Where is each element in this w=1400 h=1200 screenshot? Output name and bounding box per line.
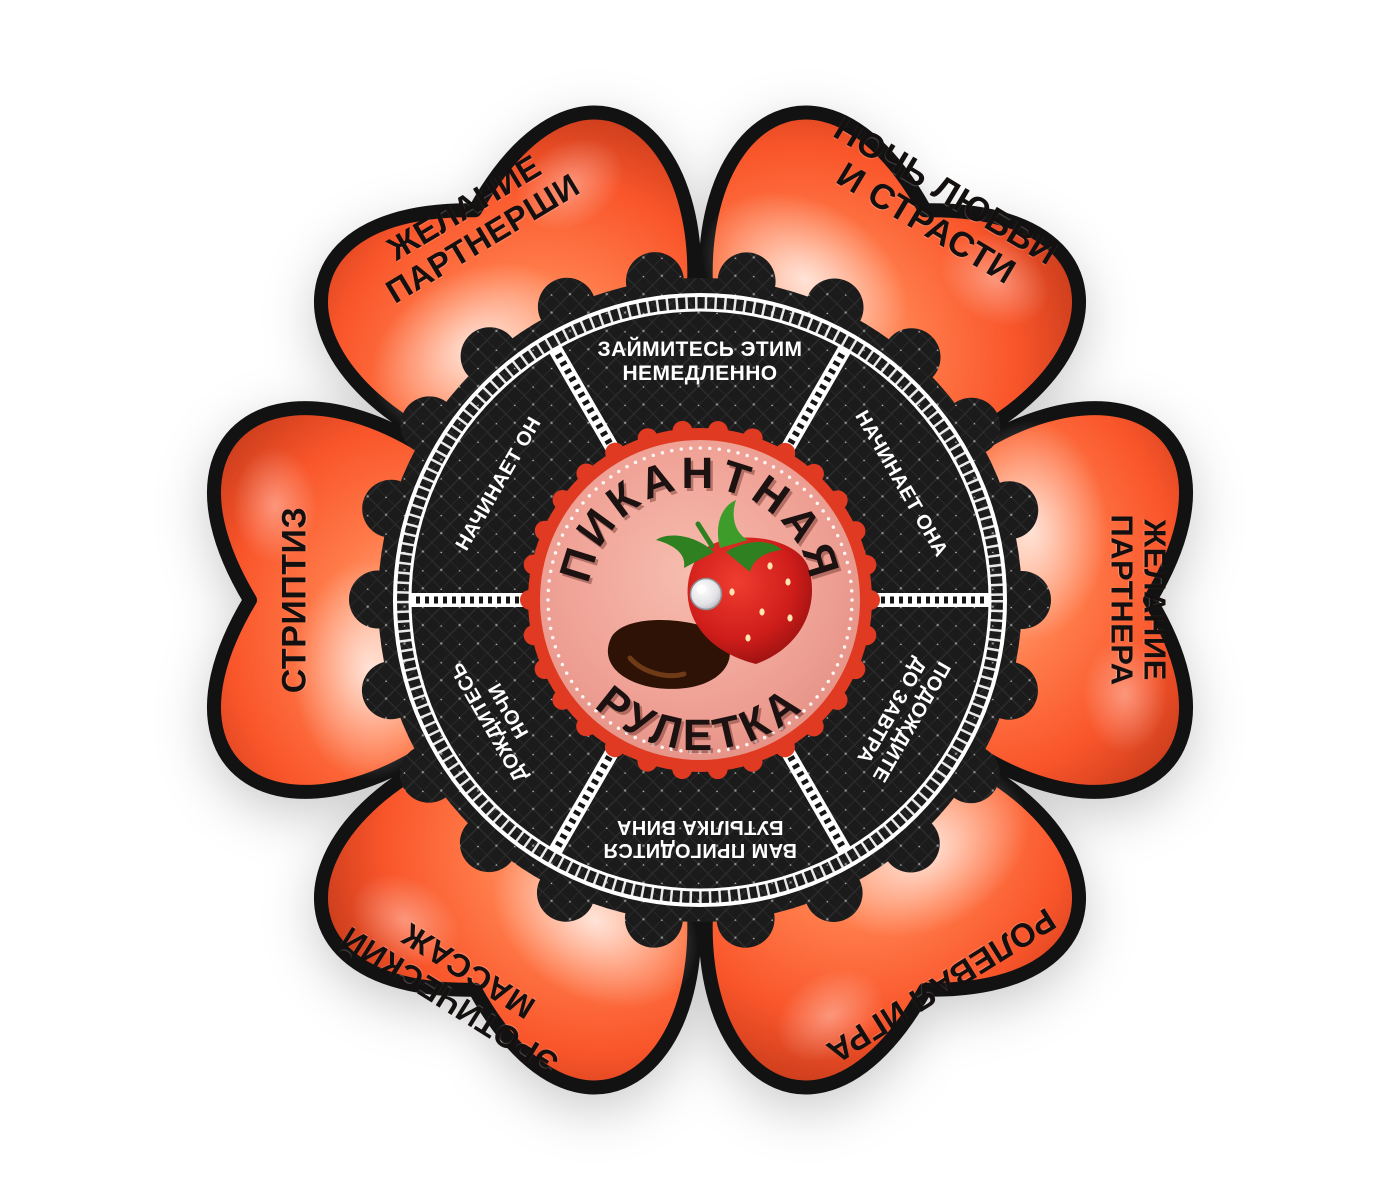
pearl-pin-icon[interactable] <box>689 577 723 611</box>
segment-dividers <box>410 345 990 855</box>
strawberry-calyx <box>656 500 782 572</box>
strawberry-seeds <box>729 562 793 642</box>
doily-scallop-edge <box>349 249 1051 951</box>
strawberry-in-chocolate-icon <box>607 500 813 689</box>
spinner-wheel[interactable]: ПИКАНТНАЯ ПИКАНТНАЯ РУЛЕТКА РУЛЕТКА <box>349 249 1051 951</box>
